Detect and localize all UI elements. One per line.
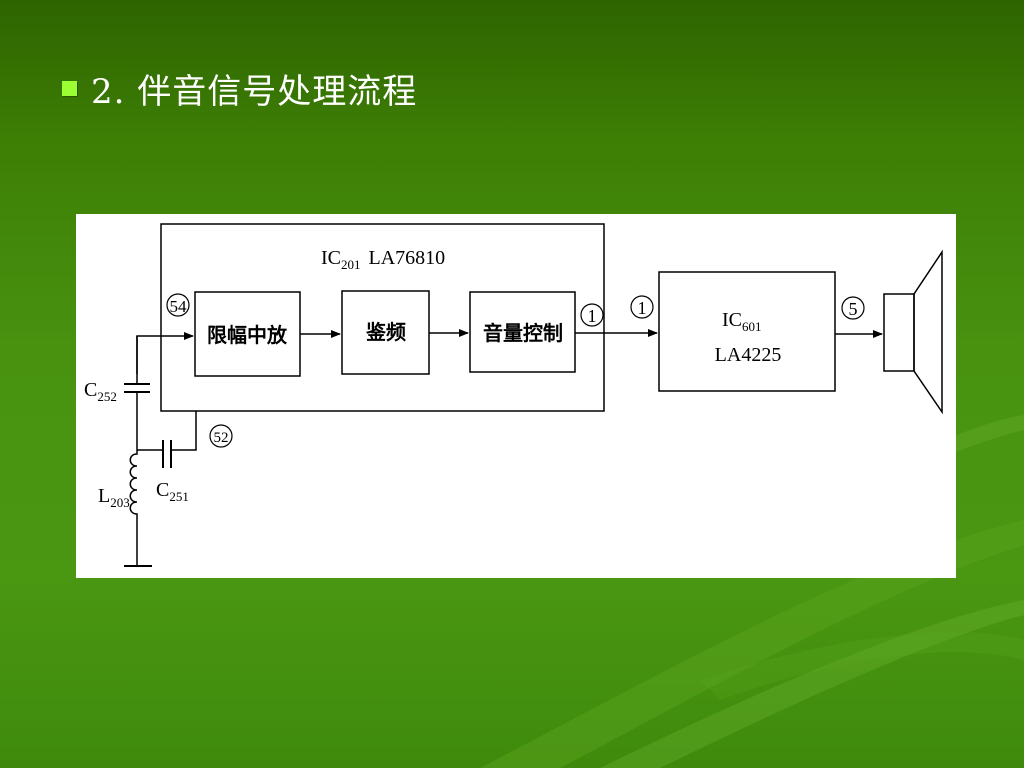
speaker-icon-body [883,293,915,372]
ic201-part: LA76810 [369,247,446,269]
pin-1-out: 1 [588,306,597,326]
c251-sub: 251 [169,489,189,504]
pin-54: 54 [170,297,188,316]
svg-text:IC601: IC601 [722,309,762,334]
ic601-label: IC [722,309,742,331]
pin-1-in: 1 [638,298,647,318]
pin-5: 5 [849,299,858,319]
block-volume-box [469,291,576,373]
block-limiter: 限幅中放 [207,323,288,347]
slide-title: 2. 伴音信号处理流程 [91,72,418,112]
ic201-label: IC [321,247,341,269]
block-detector: 鉴频 [365,320,406,344]
ic601-part: LA4225 [715,344,782,366]
c251-label: C [156,479,169,501]
svg-text:C252: C252 [84,379,117,404]
bullet-square-icon [62,81,77,96]
ic601-box [658,271,836,392]
ic201-box [160,223,605,412]
ic201-sub: 201 [341,257,361,272]
l203-label: L [98,485,110,507]
c252-label: C [84,379,97,401]
pin-52: 52 [214,430,229,446]
l203-sub: 203 [110,495,130,510]
speaker-icon-cone [913,249,943,415]
slide-title-row: 2. 伴音信号处理流程 [62,64,417,113]
ic601-sub: 601 [742,319,762,334]
l203-inductor [129,450,138,566]
svg-text:L203: L203 [98,485,130,510]
block-volume: 音量控制 [483,321,563,345]
c252-sub: 252 [97,389,117,404]
svg-text:C251: C251 [156,479,189,504]
